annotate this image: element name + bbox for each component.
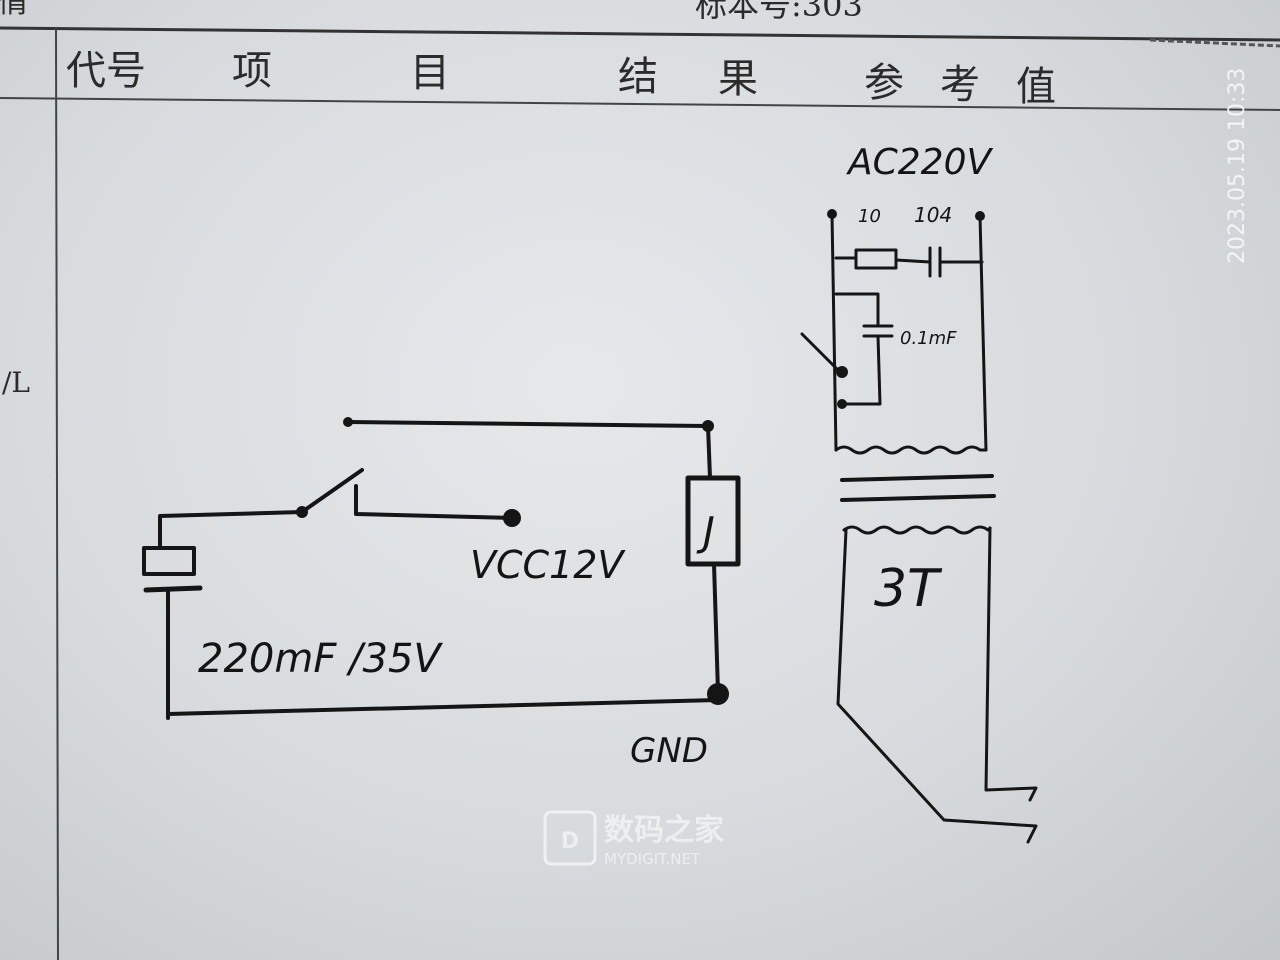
snubber-cap-label: 0.1mF: [900, 328, 957, 349]
series-cap-label: 104: [914, 203, 952, 227]
capacitor-label: 220mF /35V: [198, 636, 443, 682]
right-circuit: [800, 212, 1038, 844]
watermark: D 数码之家 MYDIGIT.NET: [543, 810, 724, 868]
form-grid: [0, 26, 1280, 960]
supply-label: AC220V: [846, 142, 993, 183]
header-ref-2: 考: [940, 62, 980, 108]
ground-label: GND: [630, 731, 708, 771]
left-circuit: [142, 420, 741, 720]
watermark-cn: 数码之家: [604, 813, 724, 848]
gnd-node: [707, 683, 729, 705]
header-code: 代号: [66, 48, 146, 94]
header-ref-1: 参: [864, 60, 904, 106]
svg-text:D: D: [561, 829, 579, 854]
vcc-node: [503, 509, 521, 527]
electrolytic-capacitor: [142, 546, 196, 576]
form-headers: 代号 项 目 结 果 参 考 值: [66, 48, 1056, 110]
photo-timestamp: 2023.05.19 10:33: [1225, 68, 1250, 264]
top-right-fragment: 标本号:303: [695, 0, 863, 24]
left-margin-fragment: /L: [2, 366, 30, 399]
watermark-en: MYDIGIT.NET: [604, 850, 701, 868]
header-result-2: 果: [718, 56, 758, 102]
snubber-resistor: [854, 248, 898, 270]
header-ref-3: 值: [1016, 64, 1056, 110]
relay-label: J: [696, 509, 715, 555]
top-left-fragment: 情: [0, 0, 28, 20]
header-result-1: 结: [618, 54, 658, 100]
left-circuit-nodes: [296, 417, 729, 705]
header-item-1: 项: [232, 48, 272, 94]
header-item-2: 目: [410, 50, 450, 96]
vcc-label: VCC12V: [470, 543, 626, 587]
resistor-label: 10: [858, 206, 881, 227]
right-circuit-nodes: [827, 209, 985, 409]
transformer-label: 3T: [874, 559, 943, 619]
watermark-logo-icon: [543, 810, 597, 866]
